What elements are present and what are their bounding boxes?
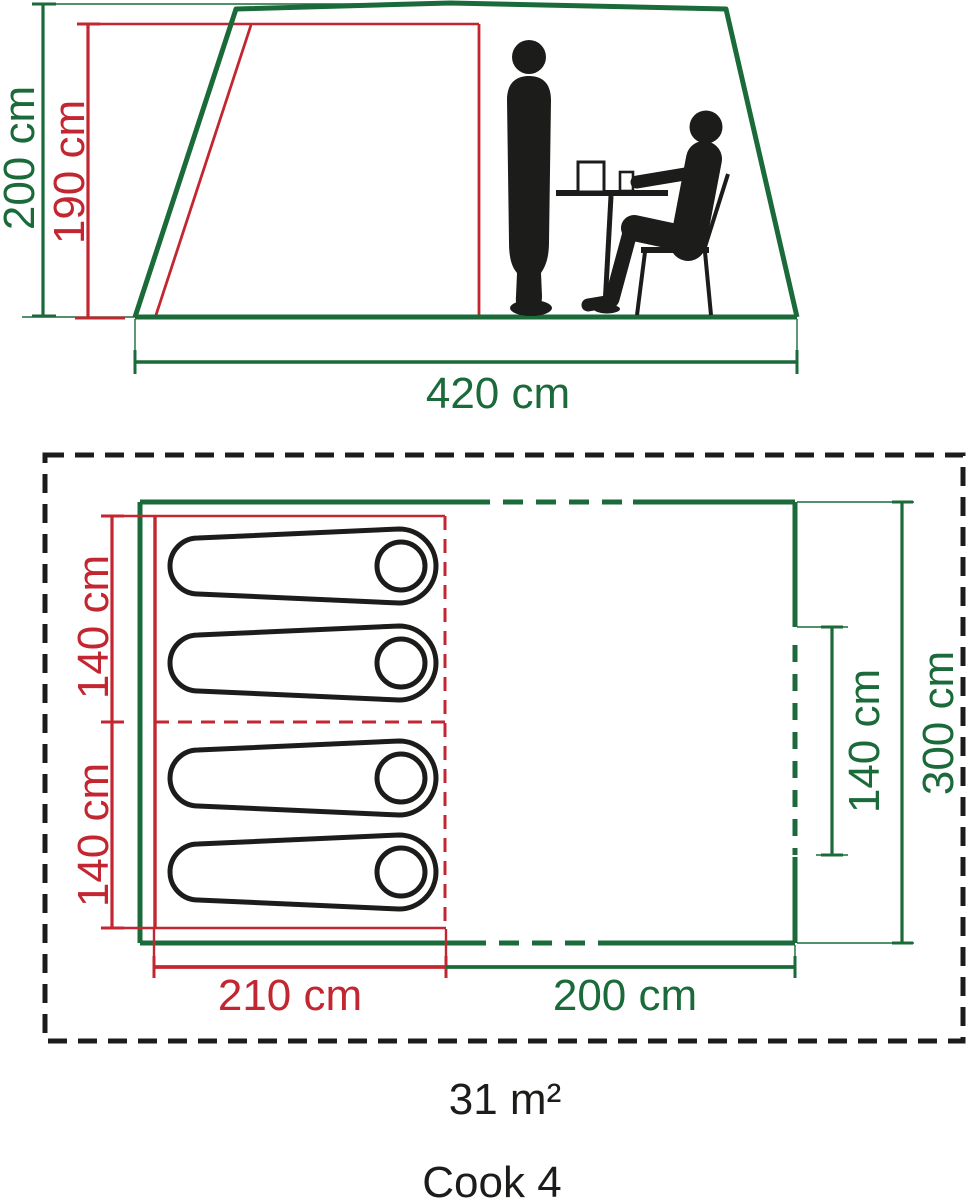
sleeping-bag-outline bbox=[167, 623, 439, 703]
bedroom-width-label: 210 cm bbox=[218, 971, 362, 1020]
width-label: 420 cm bbox=[426, 369, 570, 418]
sleeping-bag-outline bbox=[167, 832, 439, 912]
area-label: 31 m² bbox=[449, 1075, 561, 1124]
sleeping-bag-icon-2 bbox=[167, 623, 439, 703]
seated-person-shin bbox=[604, 221, 639, 307]
sleeping-bag-outline bbox=[167, 738, 439, 818]
seated-person-foot bbox=[581, 294, 619, 312]
sleeping-bag-hood bbox=[374, 751, 428, 805]
living-width-label: 200 cm bbox=[553, 971, 697, 1020]
sleeping-bag-icon-4 bbox=[167, 832, 439, 912]
footprint-outline bbox=[42, 452, 966, 1044]
bedroom-depth-bottom-label: 140 cm bbox=[69, 763, 118, 907]
standing-person-head bbox=[512, 40, 546, 74]
standing-person-feet bbox=[510, 300, 552, 316]
total-depth-label: 300 cm bbox=[914, 651, 963, 795]
sleeping-bag-icon-1 bbox=[167, 526, 439, 606]
model-name: Cook 4 bbox=[422, 1158, 561, 1200]
floor-plan: 140 cm 140 cm 210 cm 200 cm bbox=[42, 452, 966, 1044]
footer: 31 m² Cook 4 bbox=[422, 1075, 561, 1200]
inner-height-label: 190 cm bbox=[45, 100, 94, 244]
side-view: 200 cm 190 cm 420 cm bbox=[0, 0, 800, 418]
standing-person-icon bbox=[507, 40, 552, 316]
chair-backrest bbox=[702, 173, 730, 251]
chair-front-leg bbox=[635, 251, 647, 316]
sleeping-bag-hood bbox=[374, 636, 428, 690]
tent-outline bbox=[132, 0, 800, 318]
seated-person-arm bbox=[630, 165, 704, 189]
seated-person-head bbox=[689, 110, 723, 144]
sleeping-bag-icon-3 bbox=[167, 738, 439, 818]
seated-person-icon bbox=[581, 110, 730, 316]
outer-height-label: 200 cm bbox=[0, 86, 44, 230]
sleeping-bag-outline bbox=[167, 526, 439, 606]
chair-rear-leg bbox=[703, 251, 713, 316]
seated-person-thigh bbox=[621, 215, 703, 253]
bedroom-depth-top-label: 140 cm bbox=[69, 555, 118, 699]
sleeping-bag-hood bbox=[374, 539, 428, 593]
table-pedestal bbox=[602, 195, 614, 307]
door-width-label: 140 cm bbox=[840, 669, 889, 813]
inner-tent-left-slope bbox=[154, 24, 253, 316]
standing-person-body bbox=[507, 76, 551, 312]
carton-icon bbox=[576, 160, 606, 194]
table-icon bbox=[556, 160, 668, 314]
sleeping-bag-hood bbox=[374, 845, 428, 899]
